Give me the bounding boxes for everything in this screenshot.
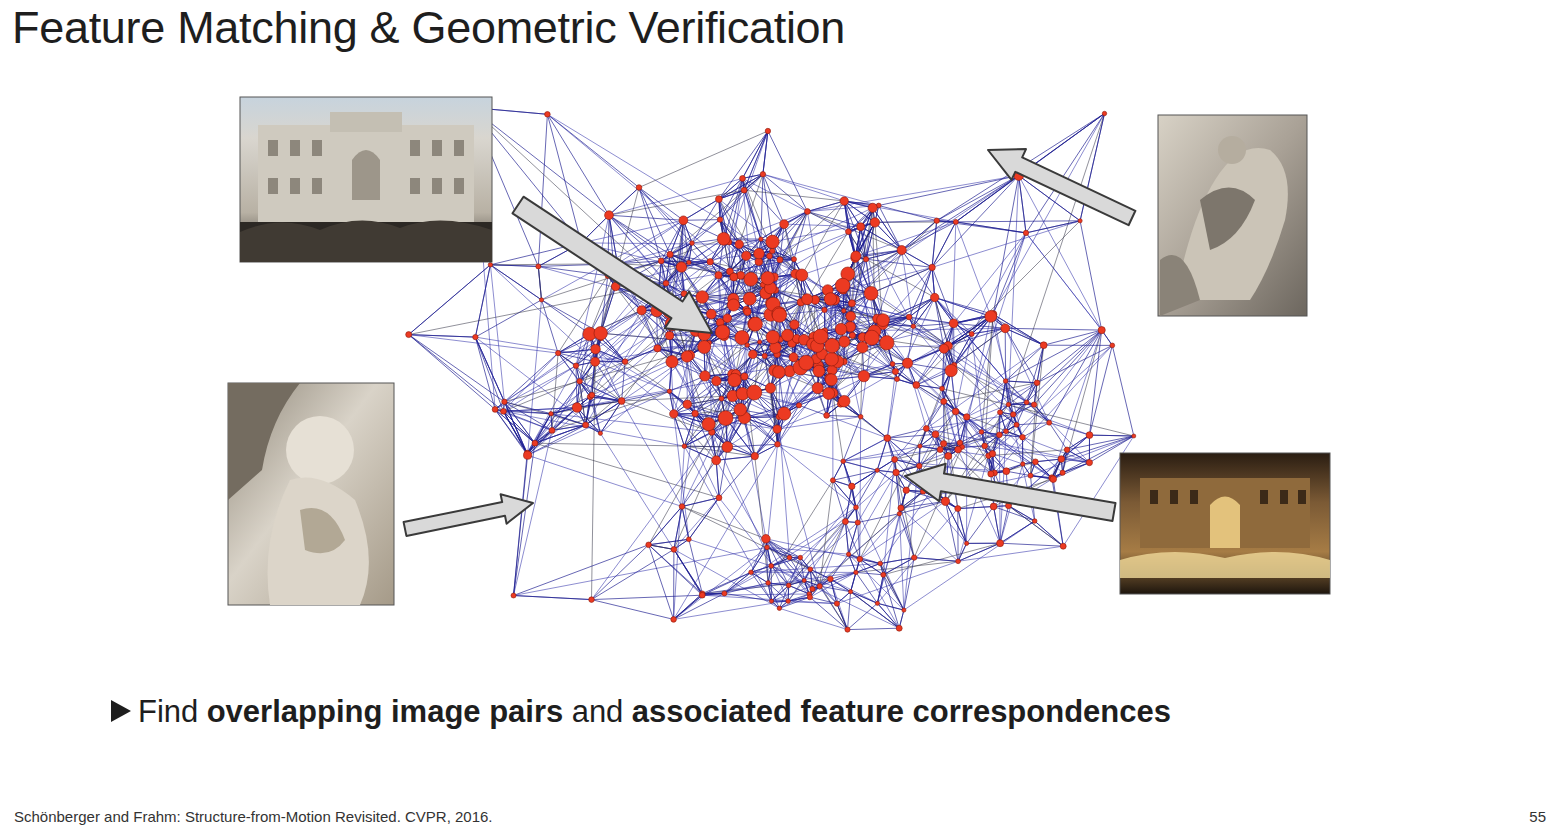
graph-edge [844,311,896,372]
graph-edge [761,174,763,239]
graph-edge [875,222,902,250]
graph-edge [744,418,766,539]
graph-edge [815,250,902,300]
graph-edge [860,501,946,559]
graph-edge [877,250,902,319]
graph-edge [766,539,800,558]
graph-edge [913,267,932,326]
graph-edge [743,131,768,178]
graph-edge [719,174,763,199]
graph-edge [902,221,937,250]
graph-edge [875,222,902,250]
graph-edge [875,222,883,324]
graph-edge [913,267,932,326]
graph-edge [866,259,932,267]
graph-edge [908,363,927,428]
graph-edges [409,108,1134,630]
graph-edge [788,335,829,393]
graph-edge [883,298,935,321]
graph-edge [932,267,935,297]
graph-edge [883,267,932,324]
graph-edge [528,455,682,506]
graph-edge [528,336,670,456]
graph-edge [895,372,966,417]
graph-edge [674,376,705,414]
graph-edge [902,250,932,267]
graph-edge [902,250,932,267]
